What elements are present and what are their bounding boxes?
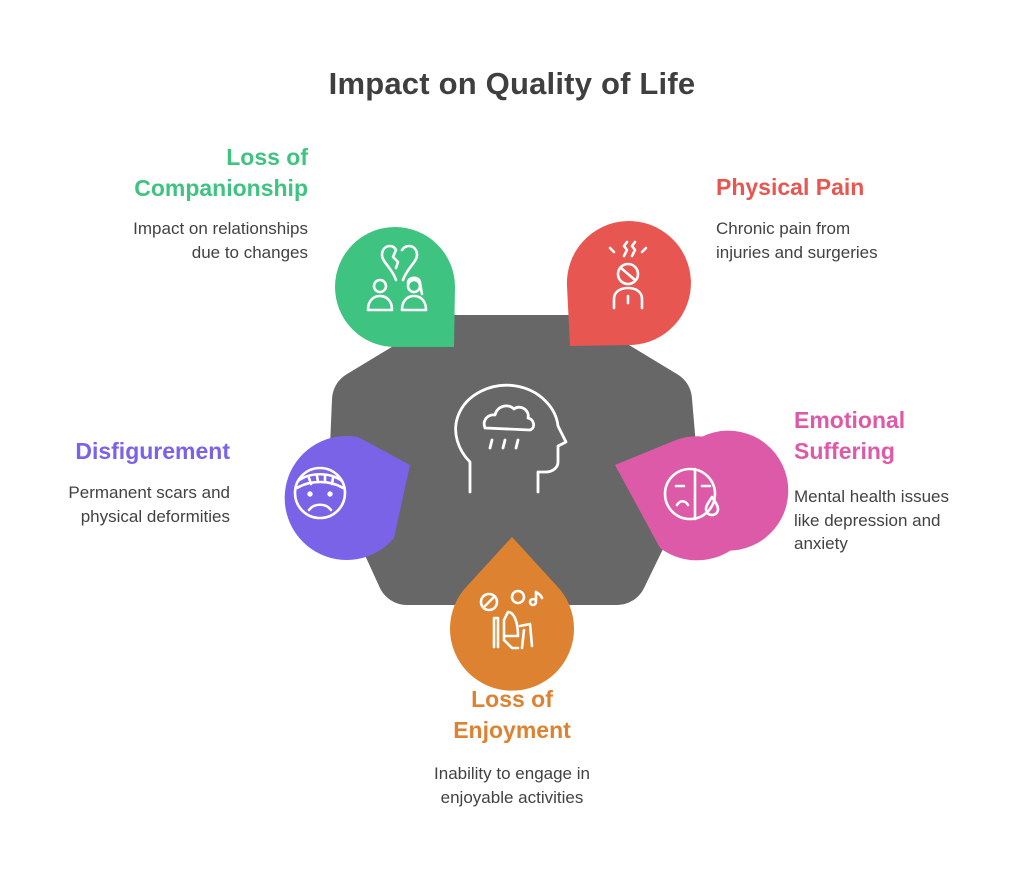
- companionship-label-line: Loss of: [226, 144, 308, 170]
- diagram-title: Impact on Quality of Life: [328, 66, 696, 101]
- companionship-description: Impact on relationships due to changes: [40, 217, 308, 264]
- emotional-label: Emotional Suffering: [794, 405, 1014, 467]
- enjoyment-label-line: Loss of: [471, 686, 553, 712]
- enjoyment-description: Inability to engage in enjoyable activit…: [362, 762, 662, 809]
- emotional-desc-line: Mental health issues: [794, 487, 949, 506]
- companionship-label-line: Companionship: [134, 175, 308, 201]
- person-in-pain-icon: [608, 240, 648, 310]
- physical-pain-label: Physical Pain: [716, 172, 996, 203]
- disfigurement-description: Permanent scars and physical deformities: [10, 481, 230, 528]
- companionship-desc-line: Impact on relationships: [133, 219, 308, 238]
- emotional-description: Mental health issues like depression and…: [794, 485, 1014, 556]
- emotional-label-line: Suffering: [794, 438, 895, 464]
- broken-heart-couple-icon: [366, 244, 428, 312]
- center-polygon: [329, 315, 698, 605]
- person-no-music-icon: [479, 589, 544, 650]
- physical-pain-desc-line: Chronic pain from: [716, 219, 851, 238]
- bandaged-sad-face-icon: [293, 466, 347, 520]
- emotional-desc-line: anxiety: [794, 534, 848, 553]
- enjoyment-desc-line: Inability to engage in: [434, 764, 590, 783]
- emotional-pin-body: [615, 436, 760, 561]
- crying-mask-icon: [663, 467, 720, 521]
- disfigurement-label: Disfigurement: [10, 436, 230, 467]
- companionship-pin: [335, 227, 455, 347]
- physical-pain-label-line: Physical Pain: [716, 174, 865, 200]
- head-rain-cloud-icon: [454, 383, 568, 494]
- enjoyment-desc-line: enjoyable activities: [440, 787, 584, 807]
- disfigurement-desc-line: Permanent scars and: [68, 483, 230, 502]
- physical-pain-desc-line: injuries and surgeries: [716, 242, 878, 262]
- companionship-label: Loss of Companionship: [40, 142, 308, 204]
- disfigurement-label-line: Disfigurement: [75, 438, 230, 464]
- emotional-desc-line: like depression and: [794, 510, 941, 530]
- companionship-desc-line: due to changes: [191, 242, 308, 262]
- disfigurement-desc-line: physical deformities: [80, 506, 230, 526]
- enjoyment-label-line: Enjoyment: [453, 717, 571, 743]
- disfigurement-pin: [284, 435, 410, 560]
- physical-pain-description: Chronic pain from injuries and surgeries: [716, 217, 996, 264]
- emotional-label-line: Emotional: [794, 407, 906, 433]
- enjoyment-label: Loss of Enjoyment: [362, 684, 662, 746]
